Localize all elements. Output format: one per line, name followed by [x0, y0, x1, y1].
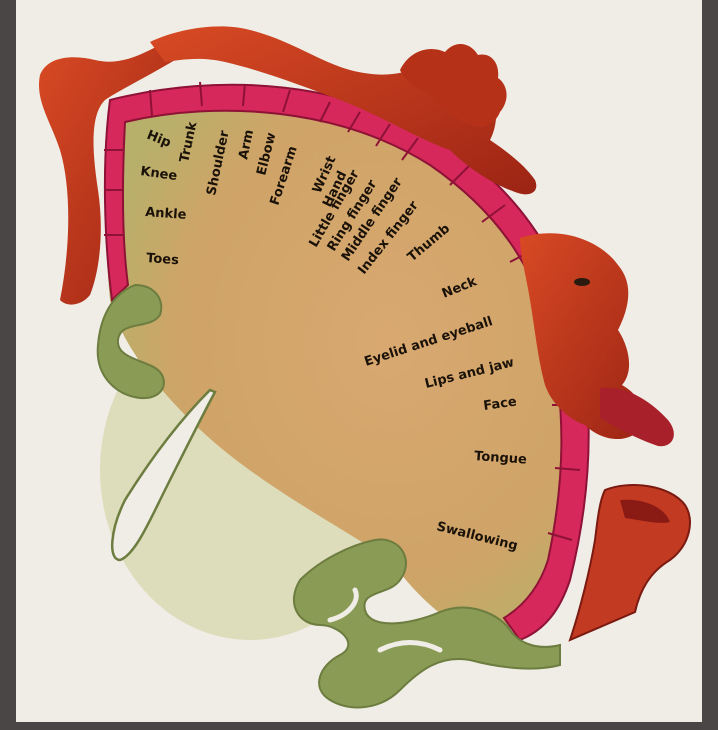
homunculus-eye: [574, 278, 590, 286]
label-ankle: Ankle: [145, 205, 187, 223]
label-toes: Toes: [146, 251, 180, 268]
